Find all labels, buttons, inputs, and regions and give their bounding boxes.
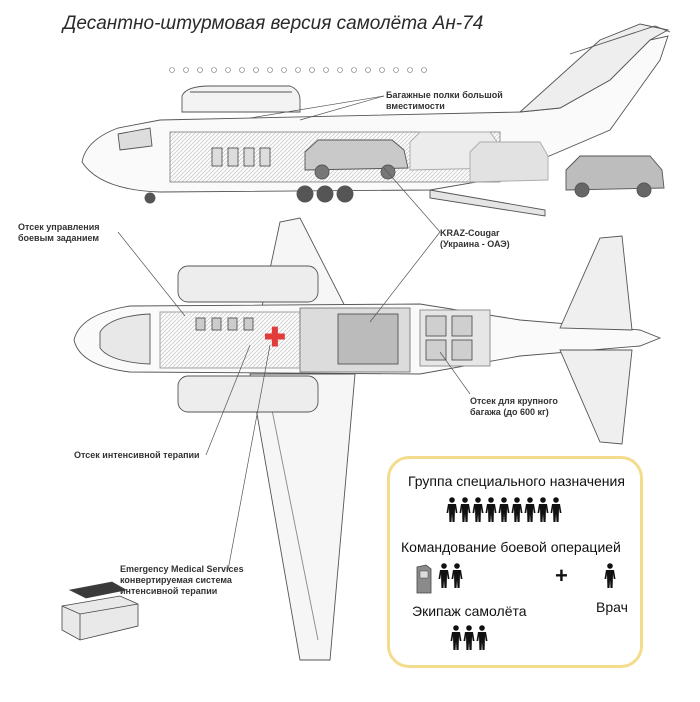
plus-sign: + xyxy=(555,563,568,588)
lower-wing xyxy=(249,373,356,661)
side-view xyxy=(81,23,671,217)
ems-unit-icon xyxy=(61,581,139,641)
person-silhouette-icon xyxy=(459,497,471,522)
person-silhouette-icon xyxy=(537,497,549,522)
person-silhouette-icon xyxy=(511,497,523,522)
crew-people xyxy=(450,625,488,651)
legend-box: Группа специального назначения Командова… xyxy=(387,456,643,668)
label-vehicle: KRAZ-Cougar (Украина - ОАЭ) xyxy=(440,228,510,249)
top-view-vehicle xyxy=(337,313,399,365)
label-shelves: Багажные полки большой вместимости xyxy=(386,90,503,111)
person-silhouette-icon xyxy=(604,563,616,588)
cargo-ramp xyxy=(429,189,546,217)
horizontal-tail xyxy=(559,235,633,331)
label-cargo-compartment: Отсек для крупного багажа (до 600 кг) xyxy=(470,396,558,417)
person-silhouette-icon xyxy=(463,625,475,650)
lower-engine xyxy=(177,375,319,413)
top-view xyxy=(73,217,662,661)
page-title: Десантно-штурмовая версия самолёта Ан-74 xyxy=(63,13,484,34)
person-silhouette-icon xyxy=(472,497,484,522)
window-row xyxy=(169,67,427,73)
operator-console-icon xyxy=(416,564,432,594)
doctor-person xyxy=(604,563,616,589)
legend-command: Командование боевой операцией xyxy=(401,539,621,555)
top-engine-nacelle xyxy=(181,85,301,113)
label-icu: Отсек интенсивной терапии xyxy=(74,450,200,460)
person-silhouette-icon xyxy=(524,497,536,522)
special-group-people xyxy=(446,497,562,523)
label-control-compartment: Отсек управления боевым заданием xyxy=(18,222,100,243)
person-silhouette-icon xyxy=(476,625,488,650)
vertical-tail xyxy=(518,23,670,113)
person-silhouette-icon xyxy=(446,497,458,522)
upper-engine xyxy=(177,265,319,303)
exterior-vehicle xyxy=(565,155,665,191)
command-people xyxy=(438,563,463,589)
person-silhouette-icon xyxy=(438,563,450,588)
legend-special-group: Группа специального назначения xyxy=(408,473,625,489)
legend-doctor: Врач xyxy=(596,599,628,615)
person-silhouette-icon xyxy=(550,497,562,522)
person-silhouette-icon xyxy=(485,497,497,522)
medical-cross-icon: ✚ xyxy=(264,322,286,352)
label-ems-title: Emergency Medical Services xyxy=(120,564,244,574)
person-silhouette-icon xyxy=(451,563,463,588)
label-ems-desc: конвертируемая система интенсивной терап… xyxy=(120,575,232,596)
person-silhouette-icon xyxy=(498,497,510,522)
legend-crew: Экипаж самолёта xyxy=(412,603,527,619)
leader-lines xyxy=(117,95,471,571)
person-silhouette-icon xyxy=(450,625,462,650)
side-vehicle xyxy=(304,139,409,171)
